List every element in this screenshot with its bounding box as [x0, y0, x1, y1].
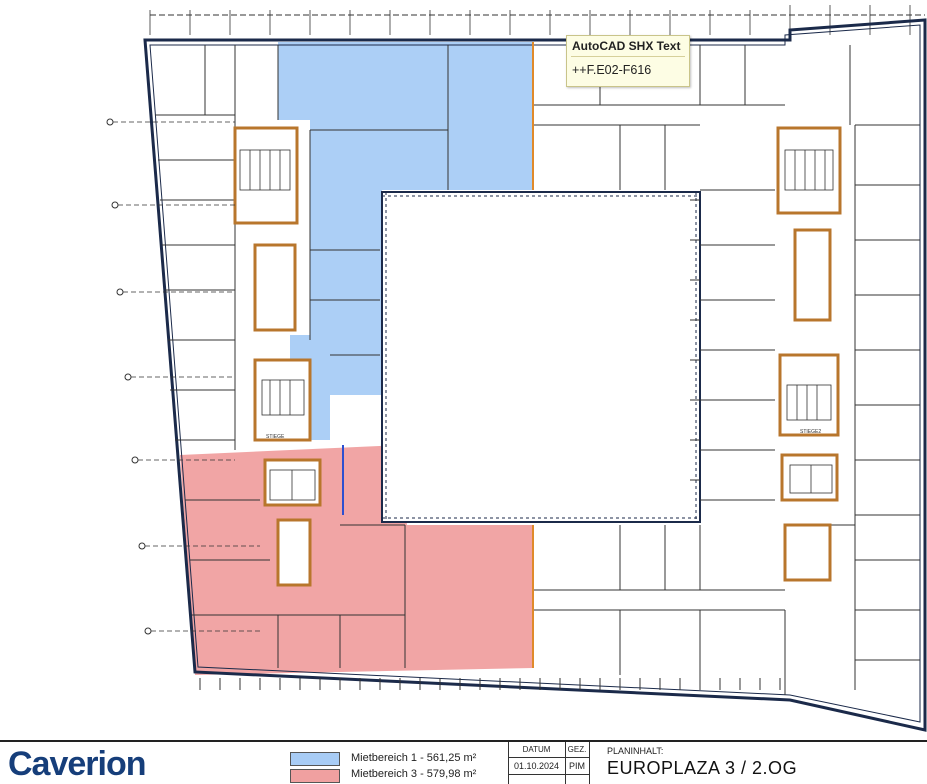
- legend-swatch-blue: [290, 752, 340, 766]
- legend-swatch-red: [290, 769, 340, 783]
- gez-value: PIM: [568, 761, 585, 771]
- tooltip-title: AutoCAD SHX Text: [572, 39, 681, 53]
- floor-plan-drawing: STIEGE STIEGE2: [106, 5, 927, 732]
- plan-title: EUROPLAZA 3 / 2.OG: [607, 758, 798, 778]
- legend-label-1: Mietbereich 1 - 561,25 m²: [351, 752, 477, 764]
- gez-label: GEZ.: [567, 745, 587, 754]
- autocad-tooltip: AutoCAD SHX Text ++F.E02-F616: [566, 35, 690, 87]
- core-label-right: STIEGE2: [800, 429, 821, 435]
- legend-label-3: Mietbereich 3 - 579,98 m²: [351, 768, 477, 780]
- rental-area-1: [278, 42, 533, 440]
- datum-label: DATUM: [522, 745, 551, 754]
- caverion-logo: Caverion: [8, 745, 146, 783]
- datum-value: 01.10.2024: [513, 761, 560, 771]
- tooltip-separator: [571, 56, 685, 57]
- tooltip-value: ++F.E02-F616: [572, 63, 652, 77]
- core-label-left: STIEGE: [266, 434, 285, 440]
- title-block: Caverion Mietbereich 1 - 561,25 m² Mietb…: [0, 740, 927, 784]
- planinhalt-label: PLANINHALT:: [607, 746, 664, 756]
